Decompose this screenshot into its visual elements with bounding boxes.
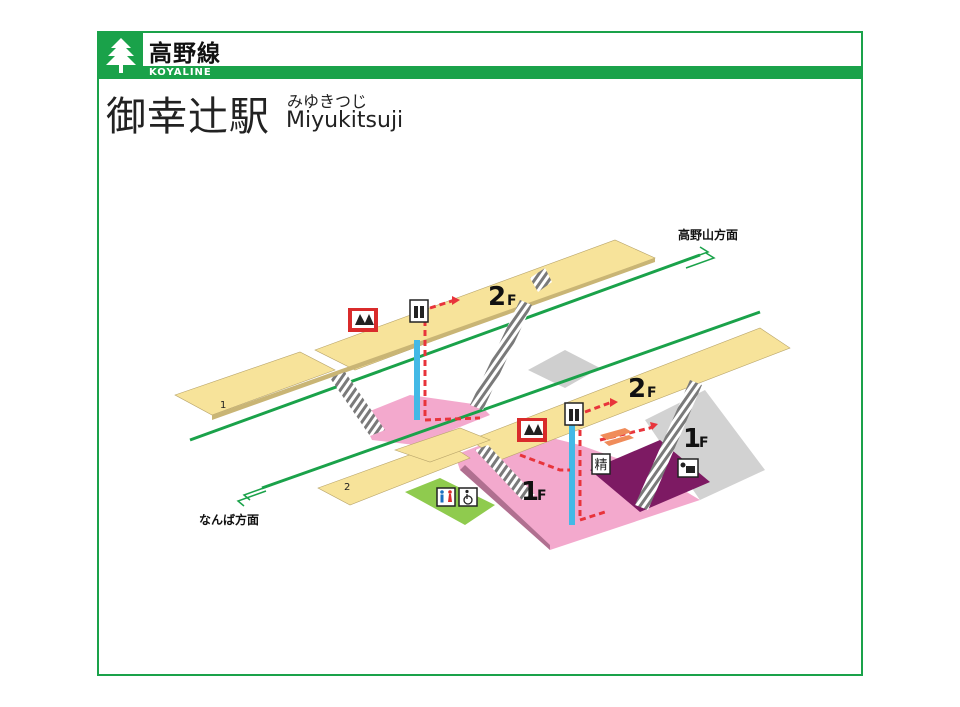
double-arrow-icon [679, 246, 716, 269]
platform-2-number: 2 [344, 482, 350, 493]
platform-1-edge [212, 258, 655, 420]
direction-up-label: 高野山方面 [678, 227, 738, 242]
route-arrow [452, 296, 460, 305]
gray-area-back [528, 350, 600, 388]
track-upper [189, 253, 701, 442]
stairs-icon [330, 372, 385, 436]
route-arrow [650, 422, 658, 430]
stairs-icon [475, 445, 535, 500]
wheelchair-icon [458, 487, 478, 507]
fare-adjust-label: 精 [594, 458, 607, 473]
stairs-icon [635, 380, 702, 510]
elevator-shaft-left [414, 340, 420, 420]
line-name: 高野線 [149, 41, 221, 67]
station-kana: みゆきつじ [287, 92, 368, 111]
elevator-shaft-right [569, 425, 575, 525]
stairs-icon [530, 268, 552, 292]
floor-2f-upper-num: 2 [488, 282, 506, 312]
stairs-icon [470, 300, 532, 410]
line-name-en: KOYALINE [149, 67, 212, 78]
route-arrow [610, 398, 618, 407]
ticket-gate-icon [348, 308, 378, 332]
floor-1f-right-unit: F [699, 435, 709, 451]
platform-2-mid [394, 427, 491, 463]
line-strip: KOYALINE [143, 66, 861, 79]
tree-logo-icon [99, 33, 143, 79]
floor-2f-upper-unit: F [507, 293, 517, 309]
floor-2f-right-num: 2 [628, 374, 646, 404]
platform-1-upper [314, 239, 656, 371]
fare-adjust-icon: 精 [591, 453, 611, 475]
elevator-icon [409, 299, 429, 323]
toilet-icon [436, 487, 456, 507]
station-roman: Miyukitsuji [286, 108, 404, 133]
ticket-gate-icon [517, 418, 547, 442]
floor-1f-concourse-num: 1 [521, 477, 539, 507]
station-office-icon [677, 458, 699, 478]
platform-1-number: 1 [220, 400, 226, 411]
floor-2f-right-unit: F [647, 385, 657, 401]
direction-down-label: なんば方面 [199, 512, 259, 527]
elevator-icon [564, 402, 584, 426]
line-header: 高野線 KOYALINE [99, 33, 861, 79]
double-arrow-icon [236, 484, 273, 507]
platform-1-lower [174, 351, 336, 416]
map-frame [97, 31, 863, 676]
station-name: 御幸辻駅 [106, 94, 270, 140]
track-lower [261, 310, 761, 490]
floor-1f-right-num: 1 [683, 424, 701, 454]
floor-1f-concourse-unit: F [537, 488, 547, 504]
ticket-machine-icon [600, 428, 634, 446]
concourse-main-side [460, 465, 550, 550]
